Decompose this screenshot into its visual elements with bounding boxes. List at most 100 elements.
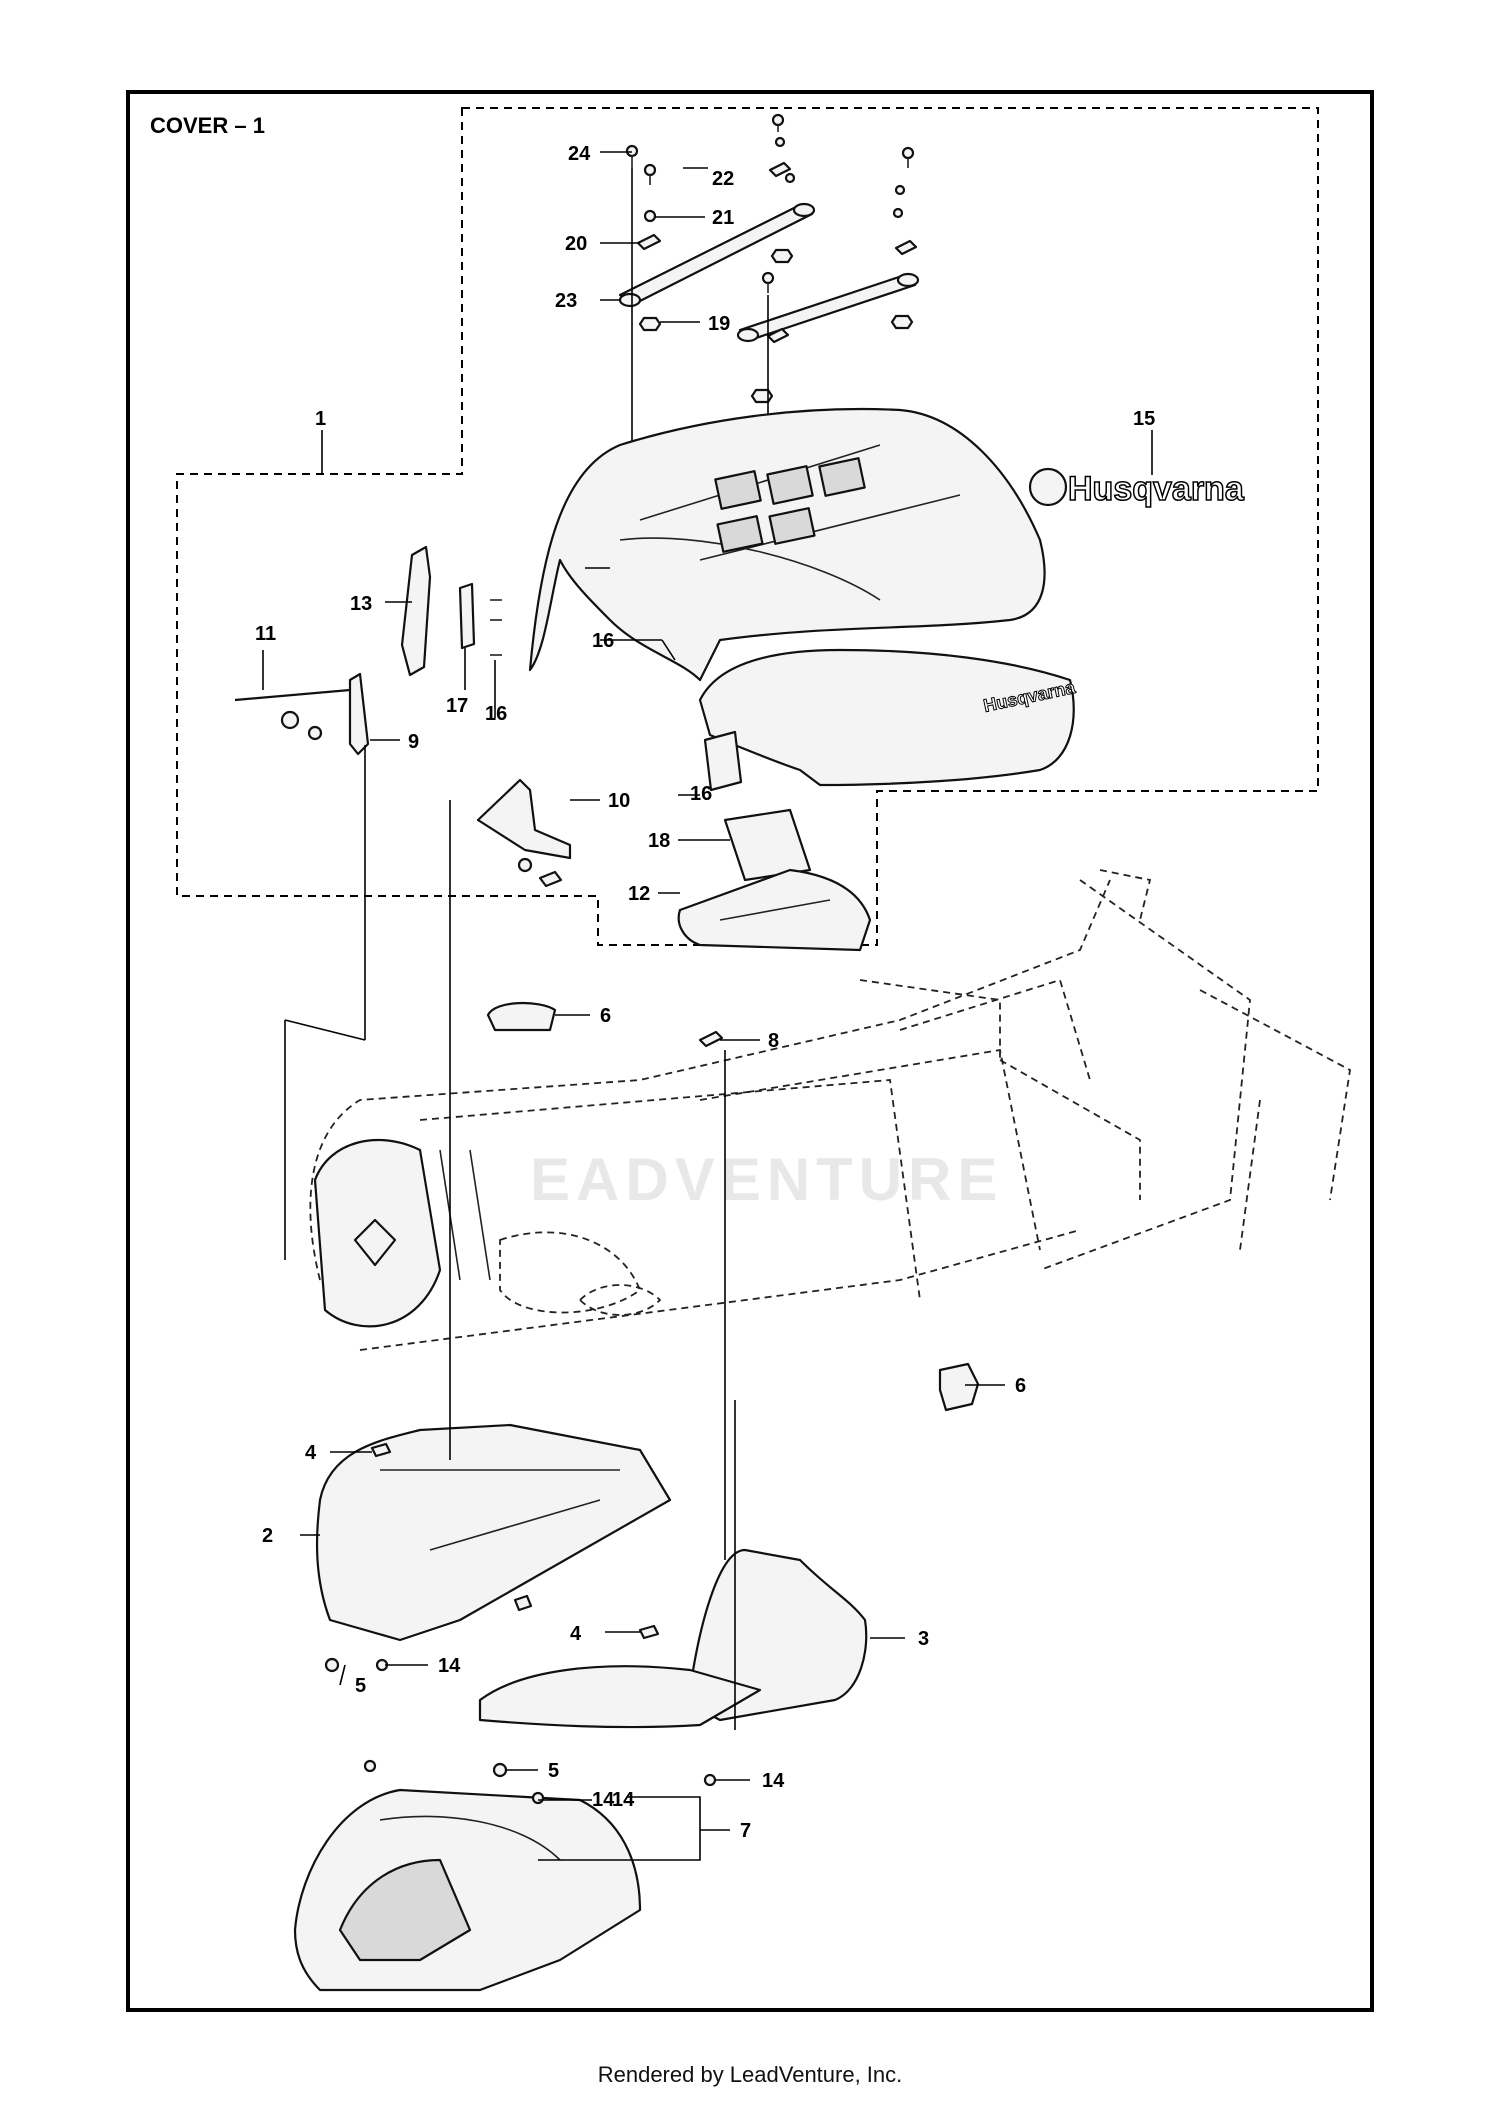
clip-20 xyxy=(636,233,662,251)
vent-slot xyxy=(768,507,816,545)
screw-top-a xyxy=(771,113,785,132)
diagram-title: COVER – 1 xyxy=(150,113,265,138)
callout-15: 15 xyxy=(1133,408,1155,430)
part-8 xyxy=(698,1030,724,1048)
ignition-bracket xyxy=(703,730,743,792)
bumper-6 xyxy=(486,1001,557,1032)
diagram-border xyxy=(126,90,1374,2012)
callout-16b: 16 xyxy=(485,703,507,725)
screw-14-right xyxy=(703,1773,717,1787)
nut-19 xyxy=(638,316,662,332)
tab-4-left xyxy=(370,1442,392,1458)
washer-9 xyxy=(307,725,323,741)
bar-end-right xyxy=(792,202,816,218)
tractor-frame-ghost xyxy=(309,869,1351,1351)
dash-panel-shell xyxy=(698,648,1075,787)
vent-slot xyxy=(714,470,762,510)
callout-14: 14 xyxy=(438,1655,461,1677)
grille-logo-icon xyxy=(353,1218,397,1267)
cover-2-group xyxy=(315,1423,672,1642)
callout-18: 18 xyxy=(648,830,670,852)
clip-8 xyxy=(698,1030,724,1048)
washer-21 xyxy=(643,209,657,223)
nut-top-a xyxy=(770,248,794,264)
callout-5b: 5 xyxy=(548,1760,559,1782)
cap-9 xyxy=(280,710,300,730)
clip-top-c xyxy=(894,239,918,256)
handle-13 xyxy=(400,545,432,677)
callout-4: 4 xyxy=(305,1442,317,1464)
callout-6b: 6 xyxy=(1015,1375,1026,1397)
clip-17 xyxy=(458,582,476,650)
cover-7-group xyxy=(293,1759,642,1992)
bracket-bar-right xyxy=(738,273,917,342)
screw-7-mid xyxy=(531,1791,545,1805)
bumper-6-right xyxy=(938,1362,980,1412)
bolt-10 xyxy=(538,870,563,888)
dash-panel: Husqvarna xyxy=(698,648,1078,792)
brand-crown-icon xyxy=(1028,467,1068,507)
callout-14b: 14 xyxy=(762,1770,785,1792)
bar-right-end-right xyxy=(896,272,920,288)
hood-cover xyxy=(528,407,1046,682)
callout-4b: 4 xyxy=(570,1623,582,1645)
callout-24: 24 xyxy=(568,143,591,165)
screw-14-right-group xyxy=(703,1773,717,1787)
footer-credit: Rendered by LeadVenture, Inc. xyxy=(597,2062,903,2087)
cover-3 xyxy=(688,1548,868,1722)
callout-10: 10 xyxy=(608,790,630,812)
bracket-18 xyxy=(723,808,812,882)
callout-6: 6 xyxy=(600,1005,611,1027)
cover-2 xyxy=(315,1423,672,1642)
washer-top-d xyxy=(892,207,904,219)
callout-20: 20 xyxy=(565,233,587,255)
callout-17: 17 xyxy=(446,695,468,717)
bar-3 xyxy=(478,1665,762,1729)
cover-12-group xyxy=(677,808,872,952)
front-grille xyxy=(313,1138,491,1328)
bracket-10-group xyxy=(476,778,572,888)
callout-14d: 14 xyxy=(612,1789,635,1811)
clip-small-lower xyxy=(513,1594,533,1612)
cover-7-grille xyxy=(338,1858,472,1962)
screw-top-c xyxy=(901,146,915,168)
bar-right-end-left xyxy=(736,327,760,343)
washer-top-a xyxy=(774,136,786,148)
callout-9: 9 xyxy=(408,731,419,753)
part-6-top xyxy=(486,1001,557,1032)
callout-7: 7 xyxy=(740,1820,751,1842)
cover-3-group xyxy=(478,1548,868,1729)
dipstick-group xyxy=(234,672,370,756)
nut-mid xyxy=(750,388,774,404)
screw-24 xyxy=(625,144,639,168)
callout-labels: 1 2 3 4 4 5 5 6 6 7 8 9 10 11 12 13 14 1… xyxy=(255,143,1155,1842)
clip-mid xyxy=(766,327,790,344)
callout-23: 23 xyxy=(555,290,577,312)
decal-15: Husqvarna xyxy=(1028,467,1246,509)
assembly-group-boundary xyxy=(176,107,1319,946)
callout-19: 19 xyxy=(708,313,730,335)
callout-12: 12 xyxy=(628,883,650,905)
screw-top-b xyxy=(761,271,775,293)
bracket-9 xyxy=(348,672,370,756)
bar-end-left xyxy=(618,292,642,308)
dipstick-11 xyxy=(234,688,351,702)
screw-5-left-group xyxy=(324,1657,340,1673)
vent-slot xyxy=(716,515,764,553)
screw-7-top xyxy=(363,1759,377,1773)
screw-5-left xyxy=(324,1657,340,1673)
callout-16c: 16 xyxy=(690,783,712,805)
washer-10 xyxy=(517,857,533,873)
callout-5: 5 xyxy=(355,1675,366,1697)
vent-slot xyxy=(766,465,814,505)
bracket-13-group xyxy=(400,545,502,677)
nut-top-c xyxy=(890,314,914,330)
leader-lines xyxy=(262,151,1153,1861)
callout-22: 22 xyxy=(712,168,734,190)
callout-3: 3 xyxy=(918,1628,929,1650)
callout-16: 16 xyxy=(592,630,614,652)
washer-top-b xyxy=(784,172,796,184)
bracket-10 xyxy=(476,778,572,860)
callout-2: 2 xyxy=(262,1525,273,1547)
